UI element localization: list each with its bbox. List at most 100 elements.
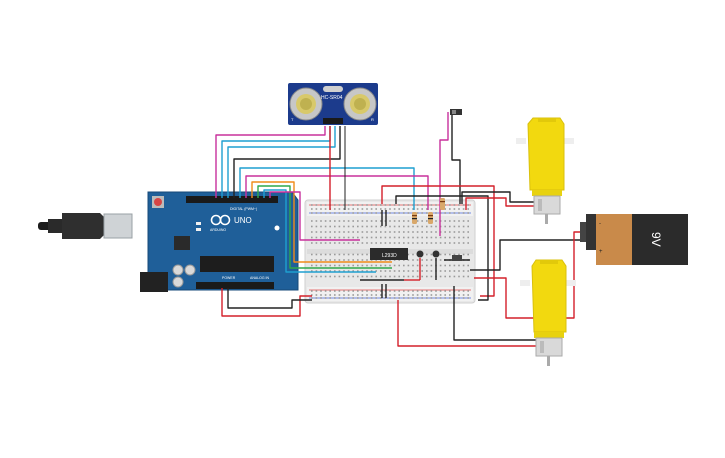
breadboard-hole xyxy=(416,236,419,239)
breadboard-hole xyxy=(315,242,318,244)
breadboard-hole xyxy=(421,231,423,233)
breadboard-hole xyxy=(403,294,405,296)
breadboard-hole xyxy=(421,297,423,299)
digital-header-label: DIGITAL (PWM~) xyxy=(230,207,257,211)
breadboard-hole xyxy=(361,294,364,296)
reset-button[interactable] xyxy=(154,198,162,206)
resistor[interactable] xyxy=(412,212,417,224)
breadboard-hole xyxy=(453,225,456,228)
breadboard-hole xyxy=(449,297,451,299)
breadboard-hole xyxy=(361,275,364,278)
breadboard-hole xyxy=(426,290,428,292)
l293d-driver-chip[interactable]: L293D xyxy=(370,248,408,260)
breadboard-hole xyxy=(315,290,318,292)
breadboard-hole xyxy=(311,297,313,299)
breadboard-hole xyxy=(334,208,336,210)
breadboard-hole xyxy=(361,236,364,239)
breadboard-hole xyxy=(334,264,336,267)
breadboard-hole xyxy=(380,242,382,244)
breadboard-hole xyxy=(393,220,396,222)
breadboard-hole xyxy=(343,253,345,256)
breadboard-hole xyxy=(403,220,405,222)
breadboard-hole xyxy=(453,220,456,222)
breadboard-hole xyxy=(347,264,350,267)
breadboard-hole xyxy=(407,275,410,278)
breadboard-hole xyxy=(453,208,456,210)
breadboard-hole xyxy=(384,236,387,239)
breadboard-hole xyxy=(311,259,313,261)
breadboard-hole xyxy=(357,270,359,272)
breadboard-hole xyxy=(352,242,354,244)
breadboard-hole xyxy=(370,225,373,228)
breadboard-hole xyxy=(435,294,437,296)
breadboard-hole xyxy=(352,264,354,267)
breadboard-hole xyxy=(421,220,423,222)
breadboard-hole xyxy=(398,290,400,292)
breadboard-hole xyxy=(352,212,354,214)
breadboard-hole xyxy=(324,259,327,261)
breadboard-hole xyxy=(439,242,442,244)
breadboard-hole xyxy=(352,294,354,296)
breadboard-hole xyxy=(389,212,391,214)
breadboard-hole xyxy=(412,204,414,206)
breadboard-hole xyxy=(370,264,373,267)
arduino-uno-board[interactable]: UNO ARDUINO DIGITAL (PWM~) POWER ANALOG … xyxy=(38,191,299,292)
breadboard-hole xyxy=(435,225,437,228)
resistor[interactable] xyxy=(428,212,433,224)
breadboard-hole xyxy=(426,220,428,222)
slide-switch[interactable] xyxy=(450,109,462,115)
breadboard-hole xyxy=(311,294,313,296)
breadboard-hole xyxy=(366,208,368,210)
breadboard-hole xyxy=(389,264,391,267)
breadboard-hole xyxy=(334,259,336,261)
breadboard-hole xyxy=(416,259,419,261)
hc-sr04-ultrasonic-sensor[interactable]: HC-SR04 T R xyxy=(288,83,378,125)
breadboard-hole xyxy=(467,270,469,272)
breadboard-hole xyxy=(393,212,396,214)
breadboard-component-dot xyxy=(416,250,424,258)
breadboard-hole xyxy=(439,275,442,278)
breadboard-hole xyxy=(462,225,465,228)
breadboard-hole xyxy=(407,253,410,256)
breadboard-hole xyxy=(347,294,350,296)
dc-gear-motor-top[interactable] xyxy=(516,117,574,224)
breadboard-hole xyxy=(426,297,428,299)
resistor[interactable] xyxy=(440,198,445,210)
breadboard-hole xyxy=(393,242,396,244)
breadboard-hole xyxy=(380,270,382,272)
breadboard-hole xyxy=(398,220,400,222)
breadboard-hole xyxy=(338,212,341,214)
breadboard-hole xyxy=(361,231,364,233)
breadboard-hole xyxy=(412,242,414,244)
breadboard-hole xyxy=(324,225,327,228)
breadboard-hole xyxy=(370,204,373,206)
breadboard-hole xyxy=(320,220,322,222)
breadboard-hole xyxy=(352,225,354,228)
breadboard-hole xyxy=(462,236,465,239)
breadboard-hole xyxy=(320,270,322,272)
breadboard-hole xyxy=(334,290,336,292)
breadboard-hole xyxy=(426,231,428,233)
breadboard-hole xyxy=(311,290,313,292)
breadboard-hole xyxy=(426,253,428,256)
breadboard-hole xyxy=(430,236,433,239)
breadboard-hole xyxy=(315,220,318,222)
breadboard-hole xyxy=(334,294,336,296)
battery-9v[interactable]: 9V - + xyxy=(580,214,688,265)
breadboard-hole xyxy=(421,242,423,244)
battery-plus-mark: + xyxy=(599,249,603,255)
breadboard-hole xyxy=(329,294,331,296)
breadboard-hole xyxy=(398,264,400,267)
breadboard-hole xyxy=(375,236,377,239)
breadboard-hole xyxy=(311,270,313,272)
breadboard-hole xyxy=(338,253,341,256)
breadboard-hole xyxy=(412,253,414,256)
breadboard-hole xyxy=(416,290,419,292)
breadboard-hole xyxy=(458,264,460,267)
breadboard-hole xyxy=(366,253,368,256)
breadboard-hole xyxy=(366,231,368,233)
breadboard-hole xyxy=(444,242,446,244)
dc-gear-motor-bottom[interactable] xyxy=(520,259,576,366)
breadboard-hole xyxy=(343,297,345,299)
